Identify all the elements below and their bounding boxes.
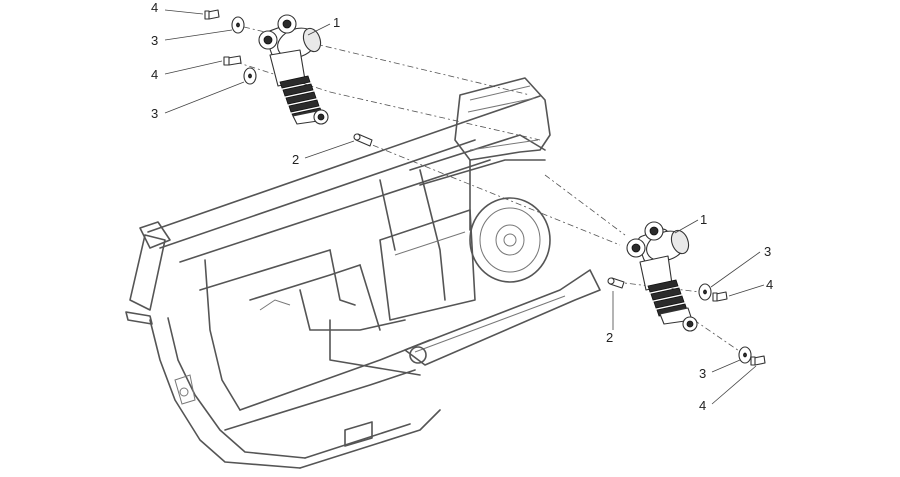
callouts: 1 3 4 4 3 2 1 3 4 2 3 4 xyxy=(151,0,773,413)
callout-1-lower-shock: 1 xyxy=(700,212,707,227)
callout-4-screw-second: 4 xyxy=(151,67,158,82)
callout-3-washer-second: 3 xyxy=(151,106,158,121)
callout-4-screw-top: 4 xyxy=(151,0,158,15)
callout-3-washer-lower: 3 xyxy=(699,366,706,381)
callout-2-pin-lower: 2 xyxy=(606,330,613,345)
callout-3-washer-top: 3 xyxy=(151,33,158,48)
gearbox-housing xyxy=(379,77,551,321)
hardware-upper xyxy=(204,9,373,147)
callout-1-upper-shock: 1 xyxy=(333,15,340,30)
callout-3-washer-right: 3 xyxy=(764,244,771,259)
shock-absorber-upper xyxy=(258,14,329,125)
hardware-lower xyxy=(607,277,766,366)
callout-2-pin-upper: 2 xyxy=(292,152,299,167)
leader-lines xyxy=(164,9,765,405)
callout-4-screw-lower: 4 xyxy=(699,398,706,413)
assembly-lines xyxy=(235,26,746,356)
callout-4-screw-right: 4 xyxy=(766,277,773,292)
shock-absorber-lower xyxy=(626,221,698,332)
